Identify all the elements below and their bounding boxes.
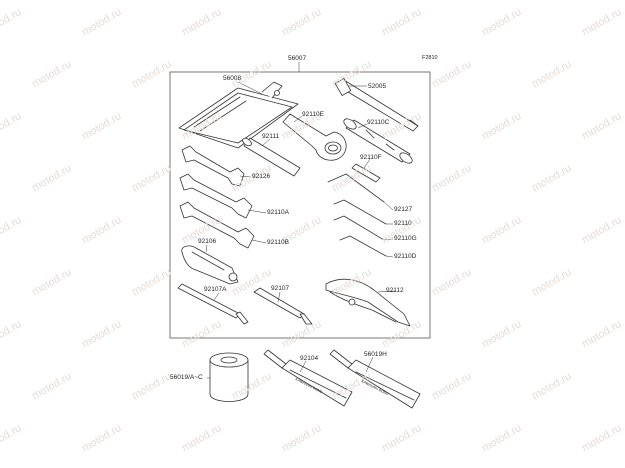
- label-56007: 56007: [288, 55, 307, 62]
- label-92107: 92107: [271, 285, 290, 292]
- label-92111: 92111: [262, 133, 280, 140]
- figure-code: F2810: [422, 55, 438, 61]
- hex-keys-drawing: [327, 173, 387, 257]
- kit-frame: [169, 71, 431, 339]
- screwdriver-bit-a-drawing: [177, 283, 249, 325]
- box-wrench-drawing: [282, 113, 347, 161]
- label-92112: 92112: [386, 287, 404, 294]
- handle-drawing: [242, 137, 301, 177]
- oil-filter-drawing: [209, 352, 249, 402]
- label-56019h: 56019H: [364, 351, 387, 358]
- label-92127: 92127: [394, 206, 413, 213]
- label-92104: 92104: [300, 355, 319, 362]
- label-92107a: 92107A: [204, 286, 227, 293]
- bond-tube-a-drawing: [263, 349, 353, 407]
- label-56008: 56008: [223, 75, 242, 82]
- label-92106: 92106: [198, 238, 217, 245]
- label-92110e: 92110E: [302, 111, 324, 118]
- wrench-b-drawing: [179, 173, 253, 219]
- label-92110d: 92110D: [394, 253, 417, 260]
- label-92126: 92126: [252, 173, 271, 180]
- socket-drawing: [343, 118, 413, 164]
- pin-drawing: [351, 163, 381, 183]
- label-56019-a-c: 56019/A~C: [170, 374, 203, 381]
- wrench-a-drawing: [181, 145, 245, 187]
- label-92110a: 92110A: [267, 209, 289, 216]
- tool-pouch-drawing: [178, 81, 299, 149]
- pliers-drawing: [325, 278, 411, 327]
- screwdriver-handle-drawing: [181, 245, 239, 285]
- label-92110c: 92110C: [367, 119, 390, 126]
- tommy-bar-drawing: [334, 78, 419, 132]
- wrench-c-drawing: [179, 201, 255, 249]
- label-92110g: 92110G: [394, 235, 417, 242]
- label-52005: 52005: [368, 83, 387, 90]
- label-92110: 92110: [394, 220, 412, 227]
- label-92110f: 92110F: [360, 154, 382, 161]
- label-92110b: 92110B: [267, 239, 289, 246]
- screwdriver-bit-b-drawing: [253, 287, 313, 325]
